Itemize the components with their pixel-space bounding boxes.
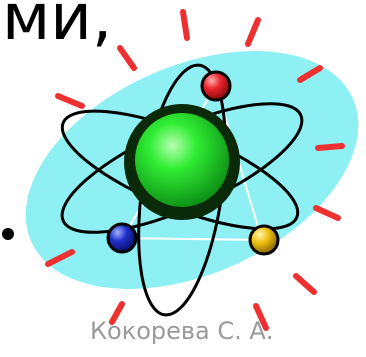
- ray: [117, 45, 137, 71]
- ray: [297, 65, 323, 83]
- ray: [180, 9, 190, 41]
- ray: [109, 301, 125, 325]
- slide-heading-fragment: ми,: [2, 0, 113, 55]
- electron-blue: [106, 222, 138, 254]
- ray: [55, 93, 85, 109]
- author-caption: Кокорева С. А.: [90, 317, 274, 345]
- ray: [293, 273, 317, 295]
- ray-group: [45, 9, 345, 331]
- ray: [245, 17, 261, 47]
- nucleus-core: [135, 113, 229, 207]
- spoke: [121, 237, 263, 241]
- bullet-dot-icon: [2, 228, 14, 240]
- electron-yellow: [248, 224, 280, 256]
- ray: [315, 143, 345, 151]
- ray: [253, 303, 269, 331]
- ray: [313, 205, 341, 221]
- ray: [45, 249, 75, 267]
- electron-red: [200, 70, 232, 102]
